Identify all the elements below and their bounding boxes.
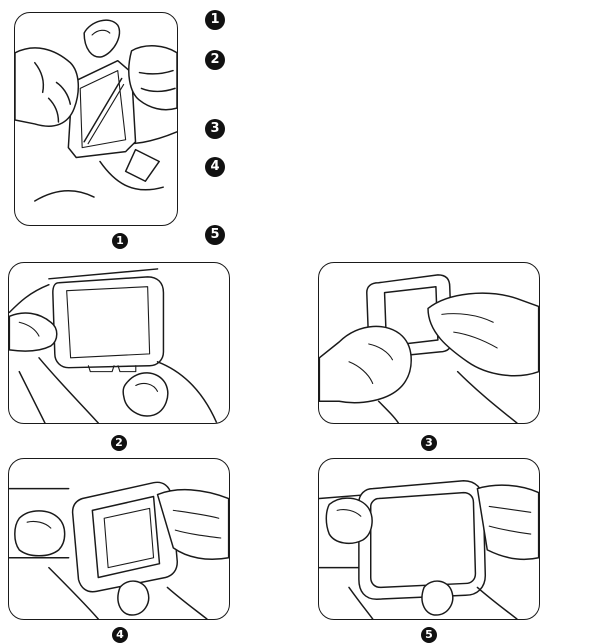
panel-2-number-badge: 2 [111,435,127,451]
step-2-number: 2 [210,52,220,67]
panel-4-number: 4 [116,628,124,641]
panel-3-number-badge: 3 [421,435,437,451]
step-1-number: 1 [210,12,220,27]
panel-step-5 [318,458,540,620]
illustration-hold-watch [9,268,218,423]
panel-4-number-badge: 4 [112,627,128,643]
illustration-remove-case [15,19,177,202]
panel-5-number: 5 [425,628,433,641]
panel-1-number-badge: 1 [112,233,128,249]
step-3-badge: 3 [205,119,225,139]
panel-3-number: 3 [425,436,433,449]
illustration-case-installed [319,479,539,619]
illustration-case-frame [319,274,539,423]
step-4-number: 4 [210,159,220,174]
step-5-number: 5 [210,227,220,242]
panel-5-number-badge: 5 [421,627,437,643]
illustration-fit-case [9,481,229,619]
step-4-badge: 4 [205,157,225,177]
step-2-badge: 2 [205,50,225,70]
panel-step-3 [318,262,540,424]
panel-step-1 [14,12,178,226]
panel-1-number: 1 [116,234,124,247]
step-3-number: 3 [210,121,220,136]
step-5-badge: 5 [205,225,225,245]
panel-step-4 [8,458,230,620]
panel-2-number: 2 [115,436,123,449]
panel-step-2 [8,262,230,424]
step-1-badge: 1 [205,10,225,30]
